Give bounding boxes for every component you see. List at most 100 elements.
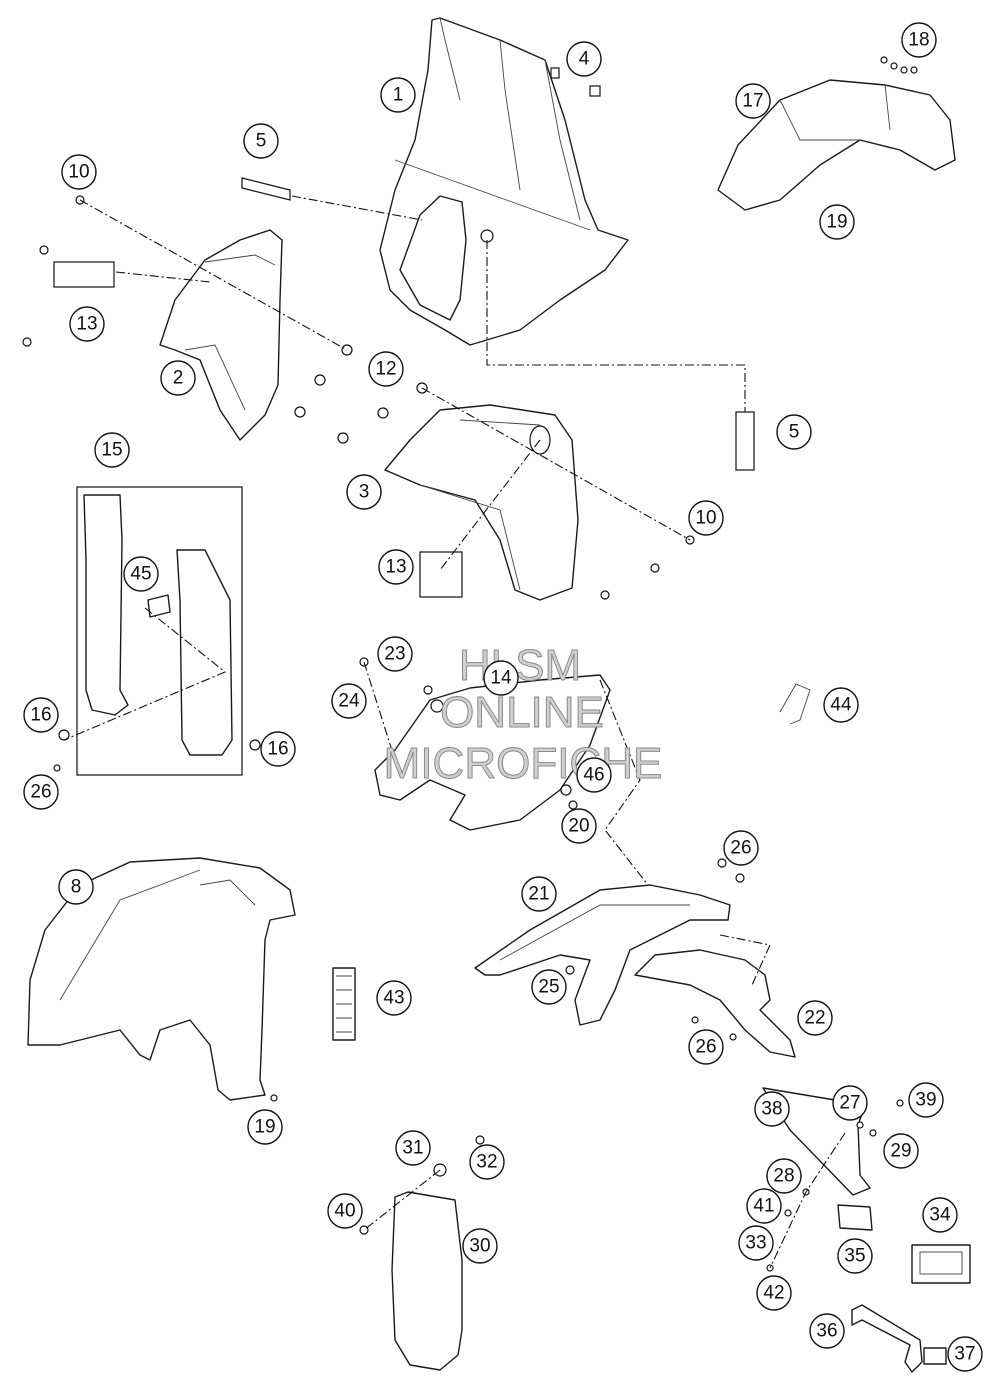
callout-21: 21 (521, 876, 557, 912)
svg-text:10: 10 (68, 162, 89, 183)
part-34-reflector (911, 1244, 971, 1284)
svg-text:46: 46 (583, 765, 604, 786)
svg-text:15: 15 (101, 440, 122, 461)
callout-39: 39 (908, 1082, 944, 1118)
svg-text:17: 17 (742, 91, 763, 112)
callout-41: 41 (746, 1188, 782, 1224)
svg-text:32: 32 (476, 1152, 497, 1173)
watermark-line-1: HLSM (459, 641, 581, 690)
callout-4: 4 (566, 41, 602, 77)
svg-text:30: 30 (469, 1236, 490, 1257)
svg-text:19: 19 (826, 212, 847, 233)
part-44-cable-tie (779, 683, 811, 725)
callout-28: 28 (766, 1158, 802, 1194)
callout-22: 22 (797, 1000, 833, 1036)
svg-text:37: 37 (954, 1344, 975, 1365)
svg-text:25: 25 (538, 977, 559, 998)
fasteners (22, 56, 918, 1272)
callout-24: 24 (331, 683, 367, 719)
svg-text:22: 22 (804, 1008, 825, 1029)
svg-text:20: 20 (568, 816, 589, 837)
callout-13: 13 (69, 306, 105, 342)
callout-16: 16 (23, 697, 59, 733)
callout-31: 31 (395, 1130, 431, 1166)
callout-1: 1 (380, 77, 416, 113)
svg-text:19: 19 (254, 1117, 275, 1138)
part-17-mudguard (717, 79, 956, 211)
svg-text:39: 39 (915, 1090, 936, 1111)
callout-3: 3 (346, 474, 382, 510)
part-3-side-cover (384, 404, 579, 601)
callout-5: 5 (776, 414, 812, 450)
svg-text:13: 13 (385, 557, 406, 578)
svg-text:16: 16 (30, 705, 51, 726)
callout-10: 10 (61, 154, 97, 190)
callout-30: 30 (462, 1228, 498, 1264)
svg-text:43: 43 (383, 988, 404, 1009)
part-15-fork-protector-set (76, 486, 243, 776)
svg-text:21: 21 (528, 884, 549, 905)
callout-23: 23 (377, 636, 413, 672)
callout-17: 17 (735, 83, 771, 119)
svg-text:3: 3 (359, 482, 370, 503)
svg-text:8: 8 (71, 877, 82, 898)
callout-10: 10 (688, 500, 724, 536)
callout-18: 18 (901, 22, 937, 58)
svg-text:12: 12 (375, 359, 396, 380)
svg-text:16: 16 (267, 739, 288, 760)
svg-text:24: 24 (338, 691, 360, 712)
svg-text:23: 23 (384, 644, 405, 665)
svg-text:18: 18 (908, 30, 929, 51)
svg-text:38: 38 (761, 1099, 782, 1120)
svg-text:2: 2 (173, 368, 184, 389)
svg-text:4: 4 (579, 49, 590, 70)
svg-text:1: 1 (393, 85, 404, 106)
callout-20: 20 (561, 808, 597, 844)
callout-26: 26 (23, 774, 59, 810)
svg-text:28: 28 (773, 1166, 794, 1187)
svg-text:42: 42 (763, 1283, 784, 1304)
callout-2: 2 (160, 360, 196, 396)
svg-text:40: 40 (334, 1201, 355, 1222)
svg-text:41: 41 (753, 1196, 774, 1217)
callout-26: 26 (723, 830, 759, 866)
part-8-front-fender (27, 857, 296, 1101)
callout-33: 33 (738, 1225, 774, 1261)
callout-26: 26 (688, 1029, 724, 1065)
part-43-strip (332, 967, 356, 1041)
callout-42: 42 (756, 1275, 792, 1311)
leader-lines (63, 195, 846, 1269)
callout-8: 8 (58, 869, 94, 905)
part-2-side-cover (159, 229, 283, 441)
part-37-reflector (923, 1347, 947, 1365)
svg-text:27: 27 (839, 1093, 860, 1114)
callout-36: 36 (809, 1313, 845, 1349)
part-30-guard (391, 1191, 463, 1371)
callout-25: 25 (531, 969, 567, 1005)
callout-46: 46 (576, 757, 612, 793)
callout-34: 34 (922, 1197, 958, 1233)
part-21-subframe (474, 884, 731, 1026)
part-14-rear-panel (374, 674, 611, 831)
svg-text:26: 26 (730, 838, 751, 859)
callout-5: 5 (243, 123, 279, 159)
callout-19: 19 (247, 1109, 283, 1145)
svg-text:34: 34 (929, 1205, 951, 1226)
callout-13: 13 (378, 549, 414, 585)
watermark: HLSM ONLINE MICROFICHE (383, 641, 663, 789)
callout-43: 43 (376, 980, 412, 1016)
callout-27: 27 (832, 1085, 868, 1121)
svg-text:33: 33 (745, 1233, 766, 1254)
svg-text:5: 5 (789, 422, 800, 443)
part-22-rear-fender (634, 949, 796, 1058)
svg-text:26: 26 (695, 1037, 716, 1058)
svg-text:35: 35 (844, 1246, 865, 1267)
callout-16: 16 (260, 731, 296, 767)
svg-text:10: 10 (695, 508, 716, 529)
svg-text:45: 45 (130, 564, 151, 585)
callout-12: 12 (368, 351, 404, 387)
callout-14: 14 (483, 660, 519, 696)
svg-text:26: 26 (30, 782, 51, 803)
svg-text:44: 44 (830, 695, 852, 716)
